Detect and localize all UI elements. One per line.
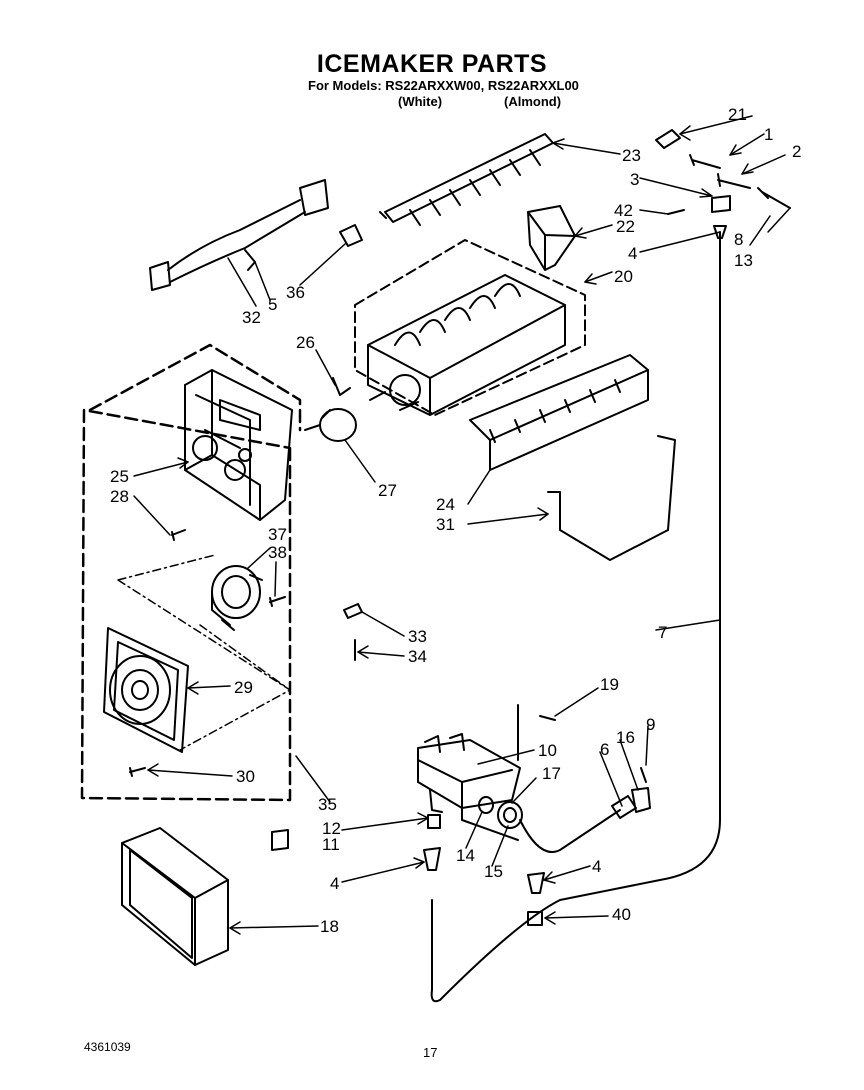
ejector-blade-part (379, 133, 554, 226)
callout-9: 9 (646, 715, 655, 734)
shutoff-arm-part (547, 435, 676, 561)
variant-almond: (Almond) (504, 94, 562, 109)
fitting-11 (427, 814, 441, 829)
callout-11: 11 (322, 835, 340, 854)
callout-4-top: 4 (628, 244, 637, 263)
callout-8: 8 (734, 230, 743, 249)
ice-mold-part (354, 239, 586, 416)
callout-labels: 1 2 3 4 4 4 5 6 7 8 9 10 11 12 13 14 15 … (110, 105, 801, 936)
tube-2 (717, 173, 751, 189)
document-number: 4361039 (84, 1040, 131, 1054)
fitting-17 (497, 801, 523, 829)
fill-cup-part (527, 205, 576, 271)
page-number: 17 (423, 1045, 438, 1060)
screw-28 (171, 529, 186, 541)
callout-28: 28 (110, 487, 129, 506)
clip-26 (332, 377, 351, 396)
page-title: ICEMAKER PARTS (316, 50, 548, 78)
mounting-plate-part (103, 627, 189, 753)
screw-19 (539, 715, 556, 721)
thermostat-part (304, 408, 357, 442)
fitting-4-right (527, 872, 545, 894)
fitting-6 (611, 795, 637, 819)
callout-12: 12 (322, 819, 341, 838)
clip-5 (244, 249, 256, 271)
callout-31: 31 (436, 515, 455, 534)
screw-1 (689, 154, 721, 169)
callout-32: 32 (242, 308, 261, 327)
callout-3: 3 (630, 170, 639, 189)
callout-16: 16 (616, 728, 635, 747)
water-line-part (430, 231, 721, 1003)
valve-bracket (461, 704, 519, 841)
clip-36 (339, 224, 363, 247)
callout-18: 18 (320, 917, 339, 936)
callout-10: 10 (538, 741, 557, 760)
motor-part (211, 565, 263, 631)
callout-6: 6 (600, 740, 609, 759)
fitting-4-left (423, 847, 441, 871)
fitting-3 (711, 195, 731, 213)
screw-42 (667, 209, 685, 215)
callout-21: 21 (728, 105, 747, 124)
callout-14: 14 (456, 846, 475, 865)
screw-30 (129, 767, 146, 777)
models-line: For Models: RS22ARXXW00, RS22ARXXL00 (308, 78, 579, 93)
callout-1: 1 (764, 125, 773, 144)
screw-38 (269, 596, 286, 607)
nut-8-13 (757, 187, 791, 209)
callout-27: 27 (378, 481, 397, 500)
callout-35: 35 (318, 795, 337, 814)
callout-22: 22 (616, 217, 635, 236)
fitting-4-top (713, 225, 727, 239)
callout-34: 34 (408, 647, 427, 666)
callout-17: 17 (542, 764, 561, 783)
nut-12 (271, 829, 289, 851)
control-housing-part (184, 369, 293, 521)
wire-harness-part (149, 179, 329, 291)
callout-26: 26 (296, 333, 315, 352)
callout-4-right: 4 (592, 857, 601, 876)
fitting-14 (478, 796, 494, 814)
water-valve-part (417, 733, 521, 813)
callout-40: 40 (612, 905, 631, 924)
callout-13: 13 (734, 251, 753, 270)
callout-19: 19 (600, 675, 619, 694)
callout-15: 15 (484, 862, 503, 881)
bracket-33 (343, 603, 363, 619)
callout-42: 42 (614, 201, 633, 220)
tube-15 (519, 809, 621, 853)
clip-21 (655, 129, 681, 149)
variant-white: (White) (398, 94, 443, 109)
cover-part (121, 827, 229, 966)
callout-38: 38 (268, 543, 287, 562)
callout-7: 7 (658, 623, 667, 642)
callout-36: 36 (286, 283, 305, 302)
header: ICEMAKER PARTS For Models: RS22ARXXW00, … (0, 0, 864, 120)
control-module-group-outline (80, 343, 302, 802)
screw-9 (640, 767, 647, 783)
callout-5: 5 (268, 295, 277, 314)
module-group-inner-dashed (117, 554, 291, 751)
leader-lines (133, 115, 791, 935)
callout-4-left: 4 (330, 874, 339, 893)
callout-37: 37 (268, 525, 287, 544)
callout-25: 25 (110, 467, 129, 486)
callout-24: 24 (436, 495, 455, 514)
stripper-part (469, 354, 649, 471)
callout-29: 29 (234, 678, 253, 697)
callout-20: 20 (614, 267, 633, 286)
callout-23: 23 (622, 146, 641, 165)
callout-33: 33 (408, 627, 427, 646)
nut-40 (527, 911, 543, 926)
callout-2: 2 (792, 142, 801, 161)
clamp-16 (631, 787, 651, 813)
callout-30: 30 (236, 767, 255, 786)
